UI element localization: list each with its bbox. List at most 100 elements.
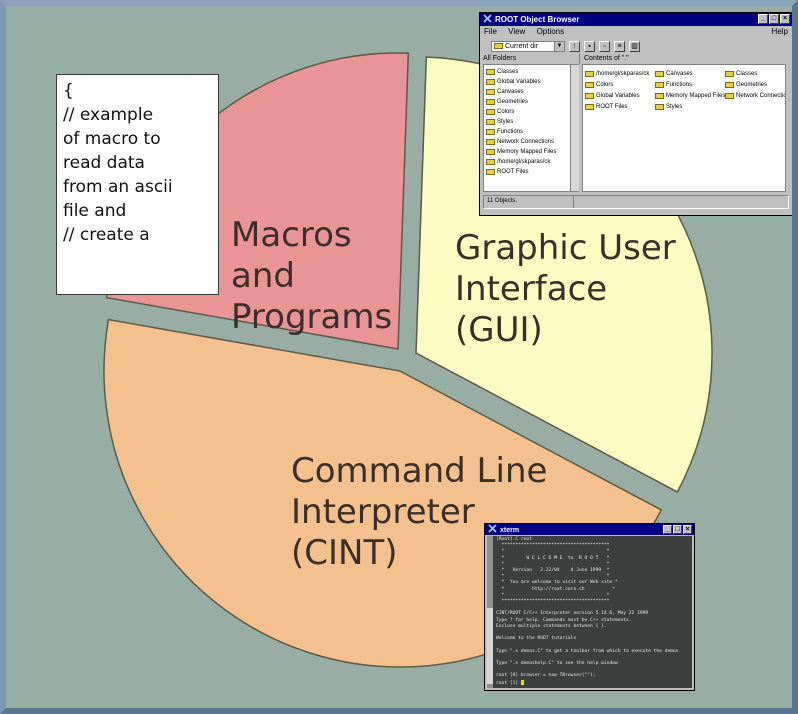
root-object-browser-window: ROOT Object Browser _ □ × File View Opti… — [479, 12, 793, 216]
folder-tree-item-label: Network Connections — [497, 139, 555, 145]
folder-icon — [725, 92, 734, 99]
folder-tree-item[interactable]: Functions — [486, 127, 568, 137]
browser-statusbar: 11 Objects. — [483, 195, 789, 209]
folder-tree-item[interactable]: Styles — [486, 117, 568, 127]
terminal-line: * * — [496, 592, 610, 598]
folder-tree-item[interactable]: Network Connections — [486, 137, 568, 147]
code-line: { — [63, 81, 74, 101]
terminal-line: * * — [496, 561, 610, 567]
close-button[interactable]: × — [683, 525, 692, 534]
contents-item[interactable]: Network Connections — [725, 90, 785, 101]
contents-item-label: Geometries — [736, 81, 768, 88]
xterm-window: xterm _ □ × [Root].C root **************… — [484, 523, 695, 691]
folder-tree-item[interactable]: ROOT Files — [486, 167, 568, 177]
xterm-titlebar[interactable]: xterm _ □ × — [485, 524, 694, 535]
segment-label-line: Interface — [455, 269, 608, 309]
contents-item[interactable]: Global Variables — [585, 90, 655, 101]
contents-item[interactable]: ROOT Files — [585, 101, 655, 112]
terminal-line: Type ? for help. Commands must be C++ st… — [496, 617, 632, 623]
folder-icon — [486, 89, 495, 95]
contents-item[interactable]: Functions — [655, 79, 725, 90]
folder-icon — [655, 103, 664, 110]
folder-icon — [725, 81, 734, 88]
segment-label-line: Macros — [231, 215, 352, 255]
folder-tree: Classes Global Variables Canvases Geomet… — [483, 64, 571, 192]
contents-header: Contents of "." — [584, 55, 629, 62]
folder-icon — [486, 169, 495, 175]
browser-title: ROOT Object Browser — [495, 15, 580, 24]
terminal-line: *************************************** — [496, 599, 610, 605]
terminal-line: Type ".x demos.C" to get a toolbar from … — [496, 648, 679, 654]
terminal-cursor — [520, 679, 524, 685]
details-view-button[interactable]: ▥ — [629, 40, 640, 52]
terminal-line: CINT/ROOT C/C++ Interpreter version 5.14… — [496, 611, 649, 617]
folder-tree-item[interactable]: Geometries — [486, 97, 568, 107]
segment-label-line: Command Line — [291, 451, 548, 491]
contents-item[interactable]: /home/gl/skparas/ck — [585, 68, 655, 79]
folder-icon — [486, 119, 495, 125]
folder-tree-item[interactable]: Colors — [486, 107, 568, 117]
menu-help[interactable]: Help — [771, 27, 788, 36]
xterm-title: xterm — [500, 527, 520, 534]
menu-file[interactable]: File — [484, 27, 497, 36]
scrollbar-thumb[interactable] — [487, 608, 493, 684]
large-icons-button[interactable]: ▪ — [584, 40, 595, 52]
folder-tree-item[interactable]: Global Variables — [486, 77, 568, 87]
terminal-line: Type ".x demoshelp.C" to see the help wi… — [496, 661, 618, 667]
contents-item[interactable]: Canvases — [655, 68, 725, 79]
directory-dropdown[interactable]: Current dir ▼ — [491, 40, 565, 52]
browser-menubar: File View Options Help — [480, 26, 792, 38]
terminal-line: root [0] browser = new TBrowser(""); — [496, 673, 596, 679]
folder-tree-item[interactable]: Canvases — [486, 87, 568, 97]
up-folder-button[interactable]: ↑ — [569, 40, 580, 52]
maximize-button[interactable]: □ — [769, 14, 779, 24]
terminal-line: [Root].C root — [496, 537, 532, 542]
folder-icon — [486, 149, 495, 155]
object-count: 11 Objects. — [487, 198, 517, 204]
terminal-line: root [1] — [496, 679, 689, 687]
menu-options[interactable]: Options — [536, 27, 565, 36]
folder-icon — [655, 70, 664, 77]
folder-icon — [486, 109, 495, 115]
terminal-line: * W E L C O M E to R O O T * — [496, 555, 610, 561]
folder-tree-item[interactable]: Memory Mapped Files — [486, 147, 568, 157]
small-icons-button[interactable]: ▫ — [599, 40, 610, 52]
folder-tree-item[interactable]: Classes — [486, 67, 568, 77]
code-line: read data — [63, 153, 145, 173]
code-line: of macro to — [63, 129, 161, 149]
folder-tree-scrollbar[interactable] — [571, 64, 579, 192]
terminal-line: * * — [496, 574, 610, 580]
contents-item-label: ROOT Files — [596, 103, 628, 110]
terminal-output[interactable]: [Root].C root **************************… — [493, 536, 692, 688]
folder-tree-item[interactable]: /home/gl/skparas/ck — [486, 157, 568, 167]
x-window-icon — [483, 14, 492, 23]
folder-icon — [486, 99, 495, 105]
maximize-button[interactable]: □ — [673, 525, 682, 534]
contents-item-label: /home/gl/skparas/ck — [596, 70, 650, 77]
folder-icon — [585, 103, 594, 110]
list-view-button[interactable]: ≡ — [614, 40, 625, 52]
terminal-scrollbar[interactable] — [487, 536, 493, 688]
browser-titlebar[interactable]: ROOT Object Browser _ □ × — [480, 13, 792, 26]
contents-item-label: Styles — [666, 103, 683, 110]
contents-item[interactable]: Styles — [655, 101, 725, 112]
folder-icon — [655, 92, 664, 99]
terminal-line: * Version 2.22/04 4 June 1999 * — [496, 568, 610, 574]
segment-label-line: Programs — [231, 297, 393, 337]
terminal-line: *************************************** — [496, 543, 610, 549]
status-panel — [572, 196, 788, 208]
minimize-button[interactable]: _ — [758, 14, 768, 24]
minimize-button[interactable]: _ — [663, 525, 672, 534]
browser-toolbar: Current dir ▼ ↑ ▪ ▫ ≡ ▥ — [480, 38, 792, 54]
segment-label-line: Graphic User — [455, 228, 676, 268]
contents-item[interactable]: Memory Mapped Files — [655, 90, 725, 101]
folder-tree-item-label: Styles — [497, 119, 514, 125]
contents-item[interactable]: Classes — [725, 68, 785, 79]
contents-item[interactable]: Colors — [585, 79, 655, 90]
contents-item[interactable]: Geometries — [725, 79, 785, 90]
menu-view[interactable]: View — [508, 27, 526, 36]
contents-item-label: Memory Mapped Files — [666, 92, 726, 99]
chevron-down-icon: ▼ — [554, 41, 564, 51]
close-button[interactable]: × — [780, 14, 790, 24]
folder-tree-item-label: ROOT Files — [497, 169, 529, 175]
